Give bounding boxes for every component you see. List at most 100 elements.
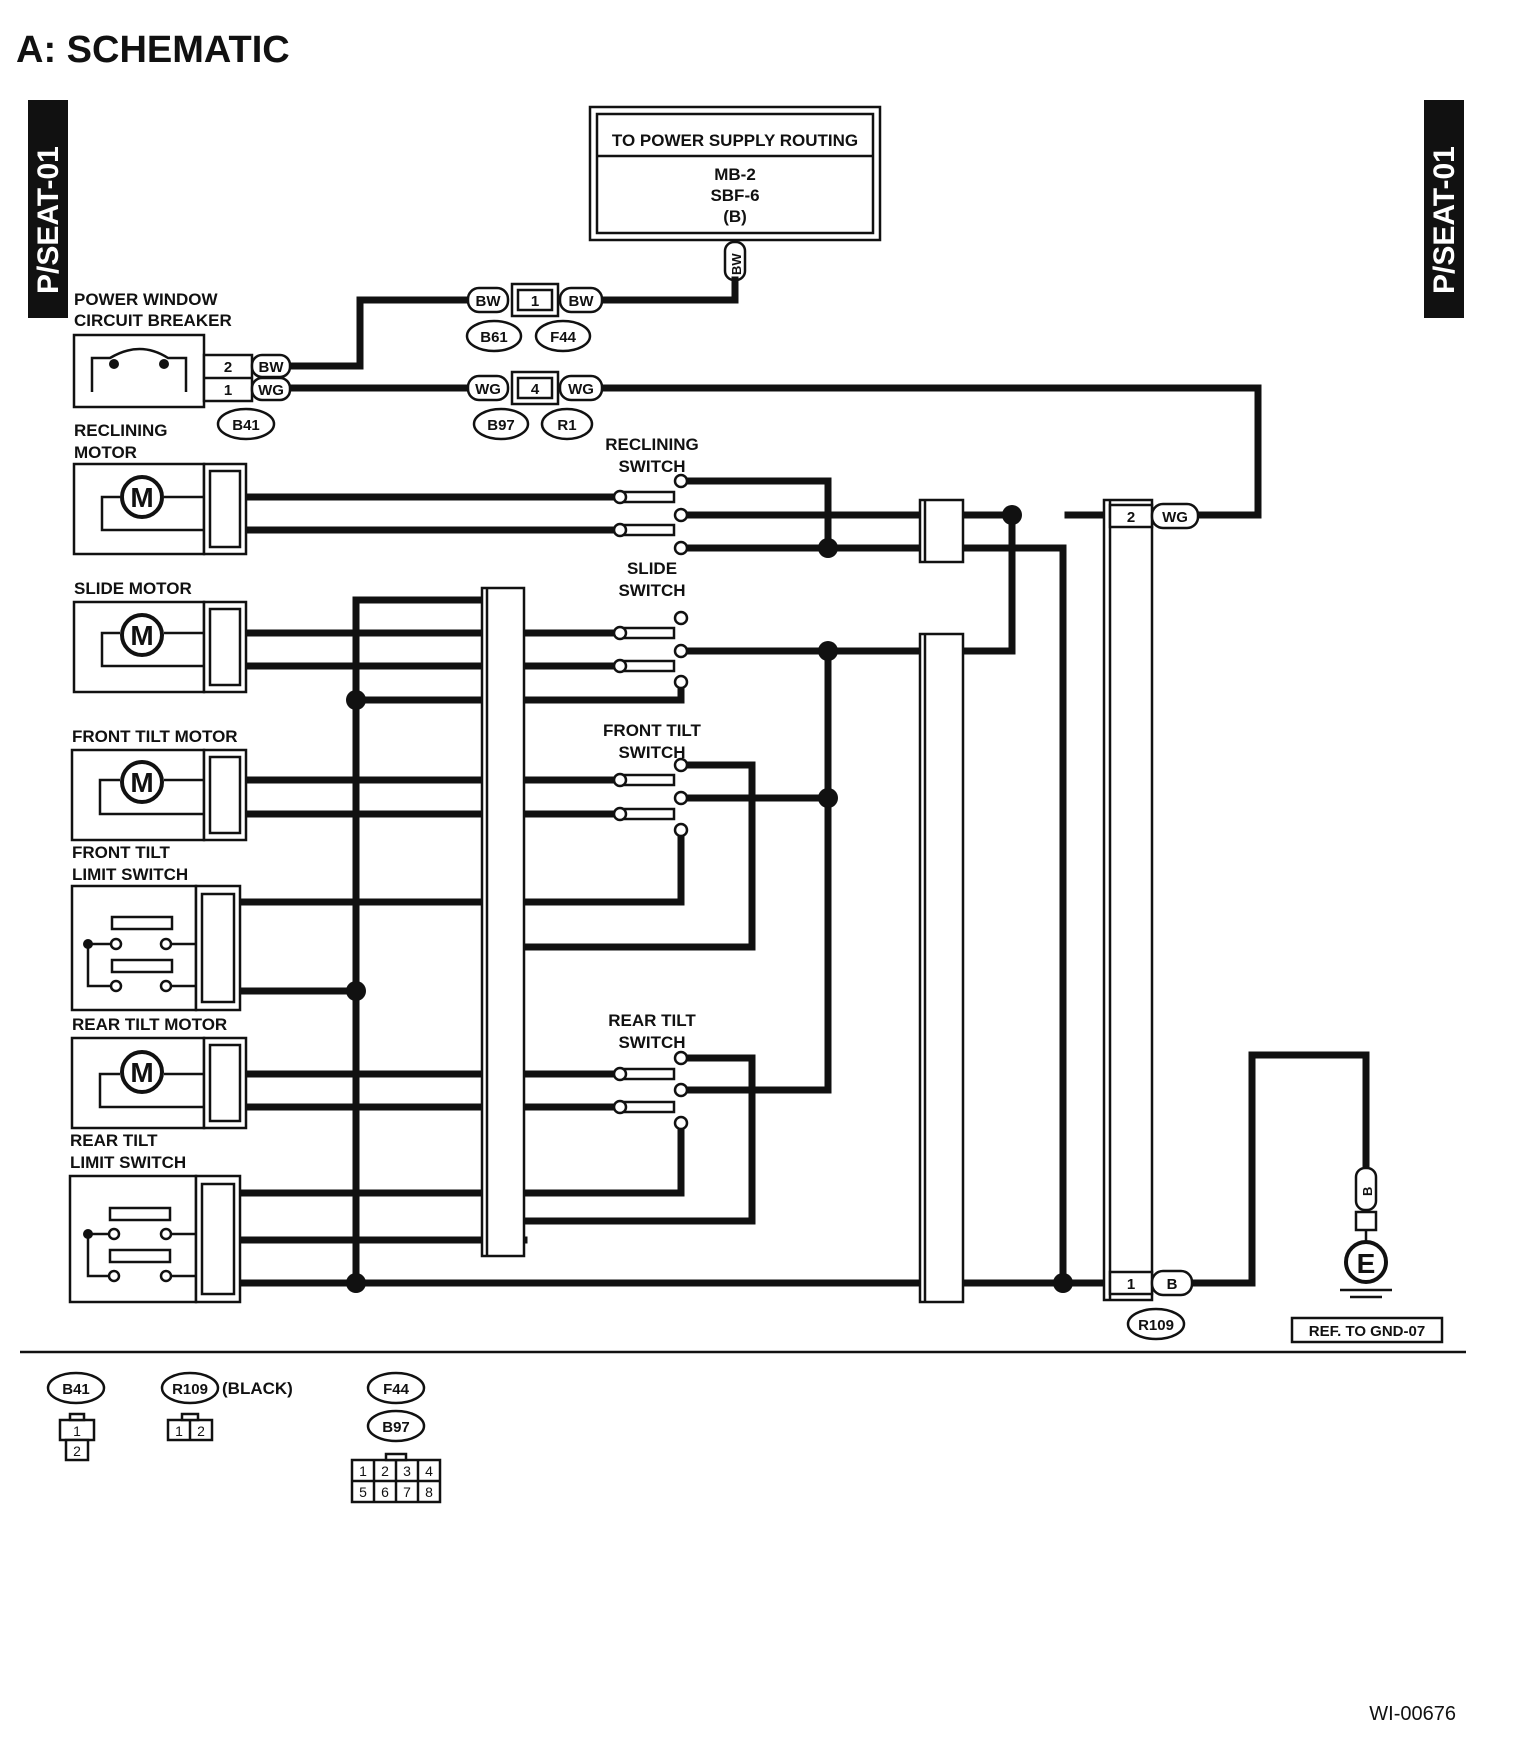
power-supply-box: TO POWER SUPPLY ROUTING MB-2 SBF-6 (B)	[588, 105, 882, 242]
legend-f44-pin-3: 3	[403, 1463, 411, 1479]
reclining-motor: RECLINING MOTOR M	[72, 421, 248, 556]
joint-4-right-wire: WG	[568, 381, 594, 398]
rear-tilt-motor-symbol: M	[130, 1057, 153, 1088]
legend-b41-pin-2: 2	[73, 1443, 81, 1459]
rear-tilt-limit-label-2: LIMIT SWITCH	[70, 1153, 186, 1172]
front-tilt-switch-label-1: FRONT TILT	[603, 721, 701, 740]
slide-switch-label-2: SWITCH	[618, 581, 685, 600]
joint-1-left-wire: BW	[476, 293, 502, 310]
front-tilt-motor-label: FRONT TILT MOTOR	[72, 727, 238, 746]
r109-wire-bottom: B	[1167, 1276, 1178, 1293]
legend-f44-pin-7: 7	[403, 1484, 411, 1500]
slide-switch: SLIDE SWITCH	[612, 559, 689, 690]
front-tilt-limit-label-1: FRONT TILT	[72, 843, 170, 862]
joint-1-conn-a: B61	[480, 329, 508, 346]
r109-pin-top: 2	[1127, 509, 1135, 526]
front-tilt-motor-symbol: M	[130, 767, 153, 798]
harness-bars	[480, 498, 1154, 1304]
ground-symbol-letter: E	[1357, 1248, 1376, 1279]
page-heading: A: SCHEMATIC	[16, 29, 290, 71]
joint-1-right-wire: BW	[569, 293, 595, 310]
ground-symbol: B E REF. TO GND-07	[1290, 1166, 1444, 1344]
legend-r109-note: (BLACK)	[222, 1379, 293, 1398]
slide-switch-label-1: SLIDE	[627, 559, 677, 578]
r109-connector: 2 WG 1 B R109	[1108, 502, 1200, 1341]
legend-r109-name: R109	[172, 1381, 208, 1398]
joint-4-conn-b: R1	[557, 417, 576, 434]
slide-motor-label: SLIDE MOTOR	[74, 579, 192, 598]
rear-tilt-switch-label-2: SWITCH	[618, 1033, 685, 1052]
side-tab-right-text: P/SEAT-01	[1428, 146, 1461, 294]
slide-motor: SLIDE MOTOR M	[72, 579, 248, 694]
side-tab-left: P/SEAT-01	[28, 100, 68, 318]
legend-f44-pin-8: 8	[425, 1484, 433, 1500]
legend-b97-name: B97	[382, 1419, 410, 1436]
side-tab-right: P/SEAT-01	[1424, 100, 1464, 318]
ground-wire-label: B	[1360, 1187, 1375, 1196]
breaker-pin-2: 2	[224, 359, 232, 376]
legend-f44-pin-2: 2	[381, 1463, 389, 1479]
figure-code: WI-00676	[1369, 1703, 1456, 1725]
motor-icon	[120, 1050, 164, 1094]
rear-tilt-limit-label-1: REAR TILT	[70, 1131, 158, 1150]
power-supply-wire-label: BW	[729, 253, 744, 275]
breaker-label-2: CIRCUIT BREAKER	[74, 311, 232, 330]
legend-f44-b97: F44 B97 1 2 3 4 5 6 7 8	[350, 1371, 442, 1504]
legend-b41-pin-1: 1	[73, 1423, 81, 1439]
joint-connector-1: BW 1 BW B61 F44	[465, 282, 604, 353]
legend-f44-pin-4: 4	[425, 1463, 433, 1479]
r109-wire-top: WG	[1162, 509, 1188, 526]
breaker-pin-1: 1	[224, 382, 232, 399]
front-tilt-motor: FRONT TILT MOTOR M	[70, 727, 248, 842]
ground-icon	[1344, 1240, 1388, 1284]
ground-ref: REF. TO GND-07	[1309, 1323, 1425, 1340]
reclining-switch-label-2: SWITCH	[618, 457, 685, 476]
joint-1-pin: 1	[531, 293, 539, 310]
joint-4-conn-a: B97	[487, 417, 515, 434]
motor-icon	[120, 475, 164, 519]
reclining-motor-symbol: M	[130, 482, 153, 513]
front-tilt-limit-switch: FRONT TILT LIMIT SWITCH	[70, 843, 242, 1012]
rear-tilt-switch-label-1: REAR TILT	[608, 1011, 696, 1030]
rear-tilt-limit-switch: REAR TILT LIMIT SWITCH	[68, 1131, 242, 1304]
front-tilt-switch: FRONT TILT SWITCH	[603, 721, 702, 838]
reclining-switch-label-1: RECLINING	[605, 435, 699, 454]
rear-tilt-switch: REAR TILT SWITCH	[608, 1011, 696, 1131]
rear-tilt-motor: REAR TILT MOTOR M	[70, 1015, 248, 1130]
reclining-switch: RECLINING SWITCH	[605, 435, 699, 556]
slide-motor-symbol: M	[130, 620, 153, 651]
power-supply-line-3: (B)	[723, 207, 747, 226]
splice-dots	[346, 505, 1073, 1293]
joint-4-pin: 4	[531, 381, 540, 398]
wires	[236, 276, 1370, 1287]
reclining-motor-label-1: RECLINING	[74, 421, 168, 440]
breaker-wire-wg: WG	[258, 382, 284, 399]
front-tilt-switch-label-2: SWITCH	[618, 743, 685, 762]
power-supply-line-2: SBF-6	[710, 186, 759, 205]
r109-connector-name: R109	[1138, 1317, 1174, 1334]
legend-b41-name: B41	[62, 1381, 90, 1398]
legend-r109-pin-1: 1	[175, 1423, 183, 1439]
legend-f44-pin-5: 5	[359, 1484, 367, 1500]
rear-tilt-motor-label: REAR TILT MOTOR	[72, 1015, 227, 1034]
breaker-label-1: POWER WINDOW	[74, 290, 218, 309]
motor-icon	[120, 613, 164, 657]
power-supply-wire-tag: BW	[723, 240, 747, 282]
legend-f44-name: F44	[383, 1381, 410, 1398]
legend-b41: B41 1 2	[46, 1371, 106, 1462]
joint-connector-4: WG 4 WG B97 R1	[466, 370, 604, 441]
legend-r109: R109 (BLACK) 1 2	[160, 1371, 293, 1442]
side-tab-left-text: P/SEAT-01	[32, 146, 65, 294]
breaker-wire-bw: BW	[259, 359, 285, 376]
legend-f44-pin-6: 6	[381, 1484, 389, 1500]
r109-pin-bottom: 1	[1127, 1276, 1135, 1293]
legend-r109-pin-2: 2	[197, 1423, 205, 1439]
front-tilt-limit-label-2: LIMIT SWITCH	[72, 865, 188, 884]
breaker-connector: B41	[232, 417, 260, 434]
circuit-breaker: POWER WINDOW CIRCUIT BREAKER 2 1 BW WG B…	[72, 290, 292, 441]
power-supply-line-1: MB-2	[714, 165, 756, 184]
legend-f44-pin-1: 1	[359, 1463, 367, 1479]
joint-1-conn-b: F44	[550, 329, 577, 346]
reclining-motor-label-2: MOTOR	[74, 443, 137, 462]
joint-4-left-wire: WG	[475, 381, 501, 398]
